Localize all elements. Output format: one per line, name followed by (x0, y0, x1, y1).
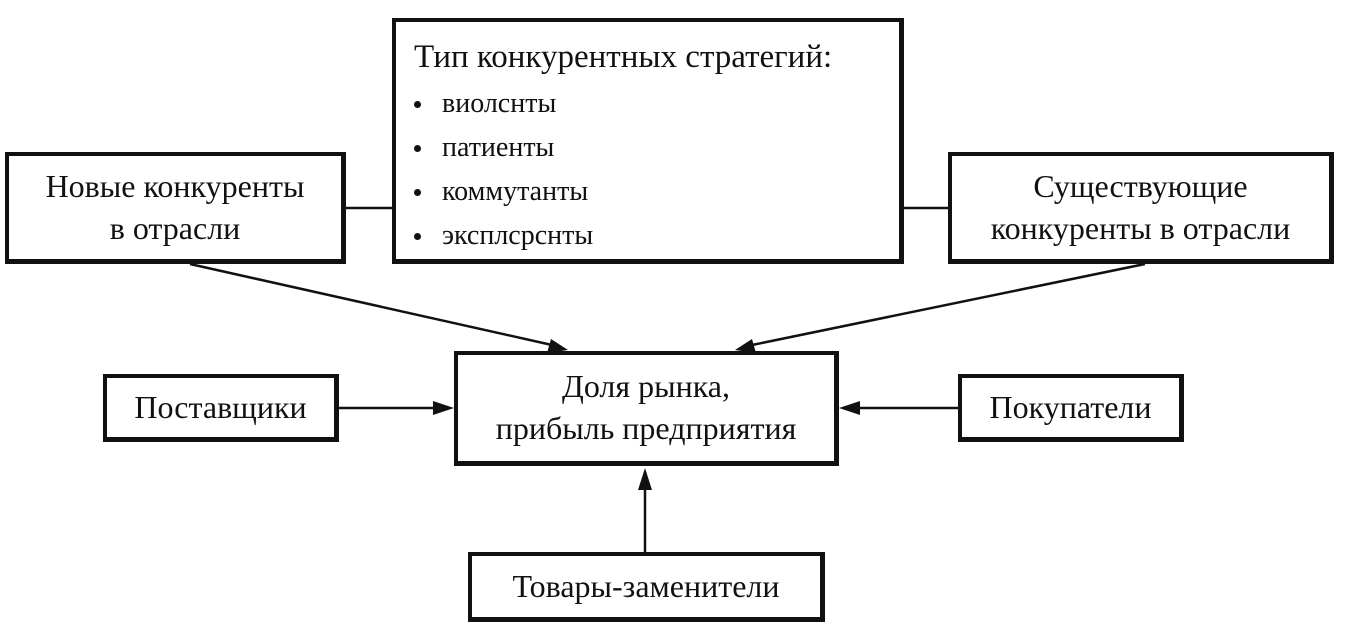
market-share-box: Доля рынка, прибыль предприятия (454, 351, 839, 466)
market-share-line-2: прибыль предприятия (495, 410, 797, 446)
strategy-item: коммутанты (414, 170, 899, 214)
substitutes-label: Товары-заменители (512, 567, 780, 604)
new-competitors-line-2: в отрасли (109, 209, 241, 246)
arrowhead-buyers-to-market (839, 401, 860, 415)
market-share-label: Доля рынка, прибыль предприятия (496, 366, 797, 449)
arrowhead-suppliers-to-market (433, 401, 454, 415)
strategy-types-box: Тип конкурентных стратегий: виолснты пат… (392, 18, 904, 264)
arrow-existing-to-market (751, 262, 1146, 347)
strategy-types-list: виолснты патиенты коммутанты эксплсрснты (414, 82, 899, 258)
existing-competitors-line-1: Существующие (1033, 167, 1248, 204)
suppliers-box: Поставщики (103, 374, 339, 442)
new-competitors-line-1: Новые конкуренты (45, 167, 305, 204)
new-competitors-label: Новые конкуренты в отрасли (46, 166, 305, 249)
arrowhead-substitutes-to-market (638, 468, 652, 490)
existing-competitors-label: Существующие конкуренты в отрасли (991, 166, 1291, 249)
arrowhead-existing-to-market (735, 339, 756, 353)
existing-competitors-line-2: конкуренты в отрасли (990, 209, 1291, 246)
new-competitors-box: Новые конкуренты в отрасли (5, 152, 346, 264)
buyers-label: Покупатели (989, 388, 1152, 425)
substitutes-box: Товары-заменители (468, 552, 825, 622)
market-share-line-1: Доля рынка, (562, 368, 730, 405)
strategy-item: патиенты (414, 126, 899, 170)
existing-competitors-box: Существующие конкуренты в отрасли (948, 152, 1334, 264)
buyers-box: Покупатели (958, 374, 1184, 442)
strategy-types-title: Тип конкурентных стратегий: (414, 39, 833, 75)
arrowhead-new-to-market (547, 339, 568, 353)
suppliers-label: Поставщики (134, 388, 307, 425)
arrow-new-to-market (189, 262, 553, 347)
strategy-item: виолснты (414, 82, 899, 126)
strategy-item: эксплсрснты (414, 214, 899, 258)
